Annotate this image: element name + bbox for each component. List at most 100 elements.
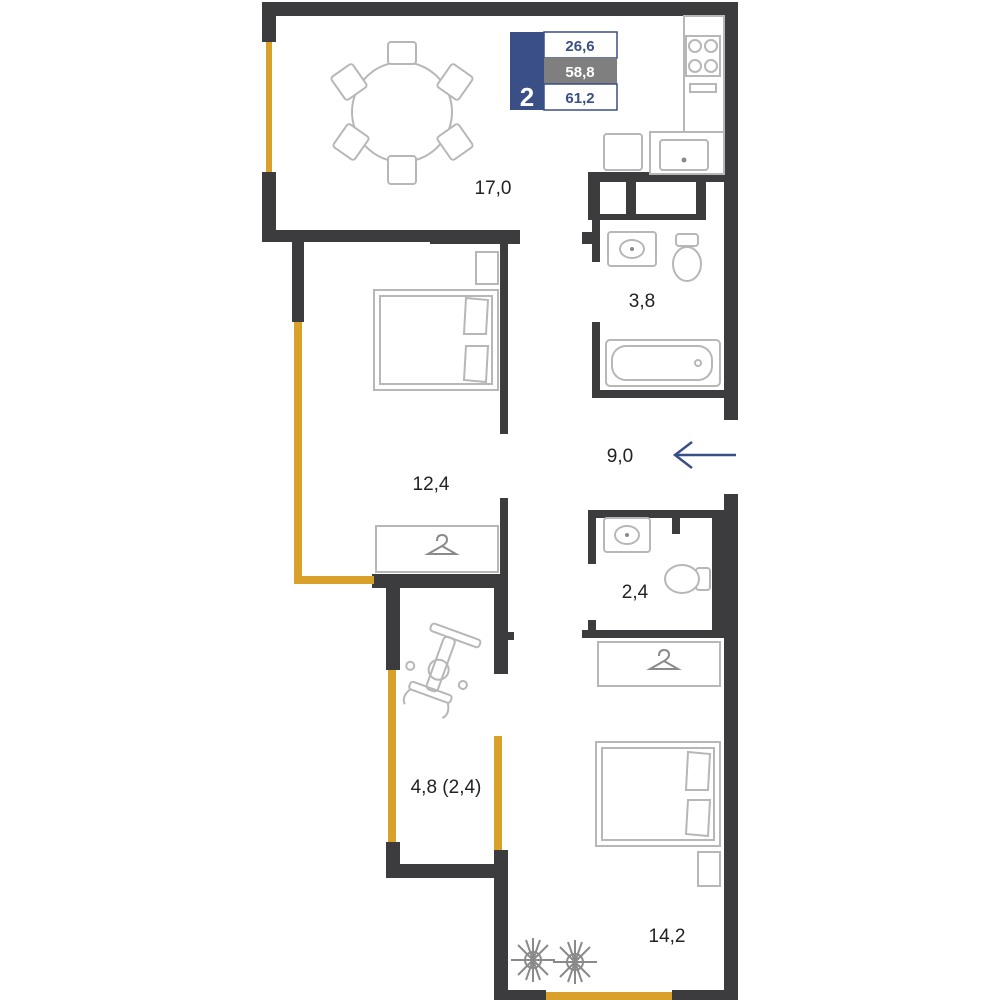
windows — [266, 42, 672, 1000]
label-bedroom-1: 12,4 — [413, 474, 450, 495]
wall-kitchen-bottom-stub — [430, 230, 520, 244]
bed-1-pillow-top — [462, 296, 490, 335]
room-labels: 17,0 3,8 12,4 9,0 2,4 4,8 (2,4) 14,2 — [411, 178, 686, 947]
wall-bedroom1-right-lower — [500, 498, 508, 580]
wall-bath-left-stub — [582, 232, 600, 244]
counter-bottom — [649, 131, 725, 175]
chair-top — [387, 41, 417, 65]
wall-toilet-right — [712, 510, 724, 638]
wall-kitchen-left-lower — [262, 172, 276, 242]
chair-top-right — [436, 63, 474, 101]
window-kitchen — [266, 42, 272, 172]
wall-bath-left-lower — [592, 322, 600, 396]
bed-1-pillow-bottom — [462, 345, 490, 384]
plant-icon — [553, 940, 597, 984]
kitchen-counter — [603, 15, 725, 175]
wall-bath-shaft-right — [696, 172, 706, 220]
chair-bottom-right — [436, 123, 474, 161]
wall-toilet-top — [588, 510, 724, 518]
dining-table — [351, 61, 453, 163]
bath-sink-basin — [619, 239, 645, 259]
burner-4 — [704, 59, 718, 73]
sink-drain — [681, 157, 687, 163]
bed-2-pillow-bottom — [684, 799, 712, 838]
chair-top-left — [330, 63, 368, 101]
toilet-sink-drain — [625, 533, 629, 537]
toilet-sink-basin — [614, 525, 640, 545]
wall-right-upper — [724, 2, 738, 420]
wall-bedroom2-bottom-left — [494, 990, 546, 1000]
nightstand-2 — [697, 851, 721, 887]
chair-bottom-left — [332, 123, 370, 161]
window-balcony-right — [494, 736, 502, 850]
bedroom2-furniture — [595, 741, 721, 887]
plants — [511, 938, 597, 984]
badge-rooms-bg — [510, 32, 544, 110]
wall-balcony-right-upper — [494, 588, 508, 674]
wall-top — [262, 2, 738, 16]
wall-balcony-left-upper — [386, 588, 400, 670]
wall-toilet-left — [588, 510, 596, 564]
bed-2-mattress — [601, 747, 715, 841]
chair-bottom — [387, 155, 417, 185]
bath-sink-drain — [630, 247, 634, 251]
stove — [685, 35, 721, 77]
bathtub-inner — [611, 345, 713, 381]
badge-rooms: 2 — [520, 82, 534, 112]
bathtub-drain — [694, 359, 702, 367]
sink — [659, 139, 709, 171]
bathroom-fixtures — [605, 231, 721, 387]
dining-set — [330, 41, 474, 185]
burner-2 — [704, 39, 718, 53]
wall-bath-shaft-mid — [626, 172, 636, 220]
wall-toilet-shaft-side — [672, 510, 680, 534]
wall-toilet-shaft — [672, 510, 724, 518]
burner-1 — [688, 39, 702, 53]
wall-bedroom1-bottom — [372, 574, 508, 588]
wall-balcony-bottom — [386, 864, 508, 878]
counter-top — [683, 15, 725, 133]
wc-bowl — [664, 564, 700, 594]
wall-balcony-right-stub — [494, 632, 514, 640]
walls — [262, 2, 738, 1000]
bath-toilet-bowl — [672, 246, 702, 282]
wall-toilet-bottom — [582, 630, 724, 638]
bed-2-pillow-top — [684, 750, 712, 791]
bathtub — [605, 339, 721, 387]
hanger-icon-2 — [646, 648, 682, 670]
entrance-arrow-icon — [672, 441, 736, 469]
wall-bath-bottom — [592, 390, 738, 398]
wall-bath-top — [588, 172, 724, 182]
wall-bath-shaft-bottom — [588, 214, 706, 220]
badge-total-area-with-balcony: 61,2 — [565, 90, 594, 107]
bath-toilet-tank — [675, 233, 699, 247]
badge-living-area: 26,6 — [565, 38, 594, 55]
wall-right-lower — [724, 494, 738, 1000]
window-balcony-left — [388, 670, 396, 842]
wall-bath-left-upper — [592, 172, 600, 262]
wall-bedroom2-bottom-right — [672, 990, 738, 1000]
badge-total-bg — [544, 58, 617, 84]
burner-3 — [688, 59, 702, 73]
area-badge: 2 26,6 58,8 61,2 — [510, 31, 618, 112]
fridge — [603, 133, 643, 171]
oven-handle — [689, 83, 717, 93]
wall-bedroom1-left-upper — [292, 236, 304, 322]
label-toilet: 2,4 — [622, 582, 649, 603]
nightstand-1 — [475, 251, 499, 285]
bed-1-mattress — [379, 295, 493, 385]
label-bathroom: 3,8 — [629, 291, 655, 312]
label-hallway: 9,0 — [607, 446, 633, 467]
label-kitchen-living: 17,0 — [475, 178, 512, 199]
window-bedroom1-vertical — [294, 322, 302, 578]
hanger-icon — [424, 533, 460, 555]
badge-balcony-bg — [543, 83, 618, 111]
window-bedroom2 — [546, 992, 672, 1000]
window-bedroom1-horizontal — [294, 576, 374, 584]
label-balcony: 4,8 (2,4) — [411, 777, 482, 798]
label-bedroom-2: 14,2 — [649, 926, 686, 947]
wall-toilet-door-stub — [588, 620, 596, 638]
wall-bedroom2-left — [494, 850, 508, 1000]
wall-bedroom1-right-upper — [500, 236, 508, 434]
